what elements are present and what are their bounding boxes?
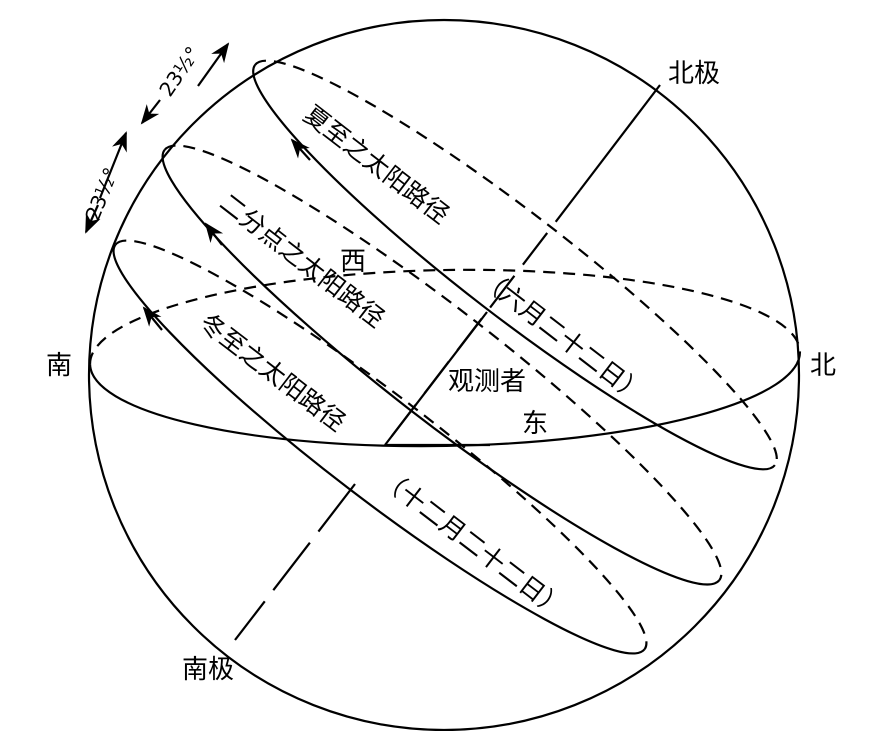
polar-axis-south [234, 483, 356, 641]
angle-arrow [98, 131, 128, 199]
south-pole-label: 南极 [182, 655, 234, 685]
angle-label-upper: 23½° [154, 42, 205, 101]
winter-solstice-sun-path [112, 239, 648, 655]
observer-label: 观测者 [448, 367, 526, 397]
north-pole-label: 北极 [668, 59, 720, 89]
polar-axis-north [579, 84, 661, 191]
arrow-icon [204, 222, 224, 246]
winter-date-label: （十二月二十二日） [374, 464, 570, 624]
angle-label-lower: 23½° [80, 164, 123, 224]
east-label: 东 [522, 409, 548, 439]
angle-arrow [84, 204, 101, 234]
angle-arrow [197, 42, 230, 87]
arrow-icon [142, 306, 163, 331]
west-label: 西 [340, 247, 366, 277]
south-label: 南 [46, 351, 72, 381]
north-label: 北 [810, 351, 836, 381]
arrow-icon [290, 138, 311, 161]
celestial-sphere [88, 19, 800, 731]
winter-path-label: 冬至之太阳路径 [194, 308, 351, 437]
summer-solstice-sun-path [252, 59, 778, 471]
equinox-sun-path [161, 144, 723, 586]
angle-arrow [140, 99, 161, 125]
observer-line [384, 311, 488, 446]
